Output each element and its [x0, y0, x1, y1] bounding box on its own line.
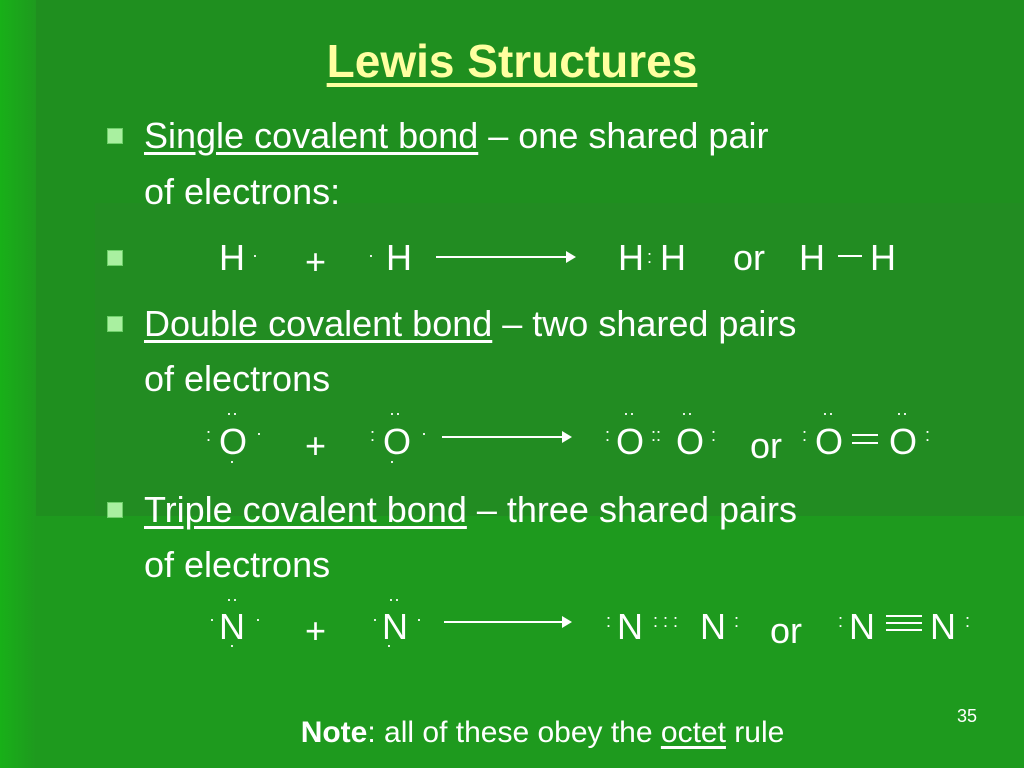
note-label: Note — [300, 716, 368, 749]
triple-bond-line — [886, 629, 922, 631]
or-text: or — [733, 237, 766, 278]
reaction-arrow-icon — [436, 251, 576, 263]
bullet-single-bond: Single covalent bond – one shared pair — [144, 115, 768, 157]
double-bond-line — [852, 442, 878, 444]
lone-pair-dots: ·· — [822, 403, 834, 423]
lone-pair-dots: ·· — [226, 403, 238, 423]
bullet-double-bond-line2: of electrons — [144, 358, 331, 399]
term-double-bond: Double covalent bond — [144, 303, 493, 344]
double-bond-line — [852, 434, 878, 436]
lone-pair-dots: ·· — [681, 403, 693, 423]
product-h-1: H — [618, 237, 644, 278]
product-h-4: H — [870, 237, 896, 278]
electron-dot: · — [372, 609, 378, 629]
atom-o-1: O — [219, 421, 248, 462]
lone-pair-dots: : — [370, 425, 376, 445]
desc-triple-bond: – three shared pairs — [466, 489, 798, 530]
product-n-3: N — [849, 606, 875, 647]
product-o-1: O — [616, 421, 645, 462]
atom-n-2: N — [382, 606, 408, 647]
single-bond-line — [838, 255, 862, 257]
atom-h-2: H — [386, 237, 412, 278]
electron-dot: · — [229, 635, 235, 655]
background-panel-lower — [36, 516, 1024, 768]
background-left-strip — [0, 0, 36, 768]
triple-bond-line — [886, 622, 922, 624]
lone-pair-dots: ·· — [226, 589, 238, 609]
lone-pair-dots: ·· — [389, 403, 401, 423]
electron-dot: · — [386, 635, 392, 655]
plus-sign: + — [305, 241, 327, 282]
electron-dot: · — [229, 451, 235, 471]
reaction-arrow-icon — [444, 616, 572, 628]
lone-pair-dots: : — [965, 611, 971, 631]
desc-double-bond: – two shared pairs — [492, 303, 797, 344]
footer-note: Note: all of these obey the octet rule — [0, 716, 1024, 750]
lone-pair-dots: : — [605, 425, 611, 445]
reaction-arrow-icon — [442, 431, 572, 443]
lone-pair-dots: : — [711, 425, 717, 445]
product-n-1: N — [617, 606, 643, 647]
shared-pair-dots: : : : — [653, 611, 679, 631]
electron-dot: · — [416, 609, 422, 629]
electron-dot: · — [389, 451, 395, 471]
electron-dot: · — [255, 609, 261, 629]
lone-pair-dots: ·· — [623, 403, 635, 423]
note-text-1: : all of these obey the — [367, 716, 661, 749]
product-n-4: N — [930, 606, 956, 647]
bullet-double-bond: Double covalent bond – two shared pairs — [144, 303, 796, 345]
product-o-2: O — [676, 421, 705, 462]
electron-dot: · — [368, 245, 374, 265]
electron-dot: · — [256, 423, 262, 443]
shared-pair-dots: : — [647, 247, 653, 267]
product-n-2: N — [700, 606, 726, 647]
lone-pair-dots: : — [606, 611, 612, 631]
atom-h-1: H — [219, 237, 245, 278]
lone-pair-dots: ·· — [896, 403, 908, 423]
electron-dot: · — [421, 423, 427, 443]
lone-pair-dots: : — [925, 425, 931, 445]
shared-pair-dots: :: — [651, 425, 662, 445]
lone-pair-dots: : — [206, 425, 212, 445]
electron-dot: · — [252, 245, 258, 265]
atom-n-1: N — [219, 606, 245, 647]
bullet-triple-bond: Triple covalent bond – three shared pair… — [144, 489, 797, 531]
term-triple-bond: Triple covalent bond — [144, 489, 467, 530]
lone-pair-dots: ·· — [388, 589, 400, 609]
bullet-triple-bond-line2: of electrons — [144, 544, 331, 585]
electron-dot: · — [209, 609, 215, 629]
bullet-square-icon — [107, 250, 123, 266]
bullet-single-bond-line2: of electrons: — [144, 171, 341, 212]
note-text-2: rule — [725, 716, 785, 749]
triple-bond-line — [886, 615, 922, 617]
note-octet: octet — [660, 716, 726, 749]
bullet-square-icon — [107, 316, 123, 332]
product-h-2: H — [660, 237, 686, 278]
or-text: or — [770, 610, 803, 651]
lone-pair-dots: : — [838, 611, 844, 631]
slide-title: Lewis Structures — [326, 35, 698, 87]
term-single-bond: Single covalent bond — [144, 115, 479, 156]
desc-single-bond: – one shared pair — [478, 115, 769, 156]
plus-sign: + — [305, 425, 327, 466]
lone-pair-dots: : — [802, 425, 808, 445]
bullet-square-icon — [107, 502, 123, 518]
plus-sign: + — [305, 610, 327, 651]
lone-pair-dots: : — [734, 611, 740, 631]
atom-o-2: O — [383, 421, 412, 462]
product-o-4: O — [889, 421, 918, 462]
or-text: or — [750, 425, 783, 466]
product-o-3: O — [815, 421, 844, 462]
page-number: 35 — [957, 706, 978, 726]
bullet-square-icon — [107, 128, 123, 144]
product-h-3: H — [799, 237, 825, 278]
